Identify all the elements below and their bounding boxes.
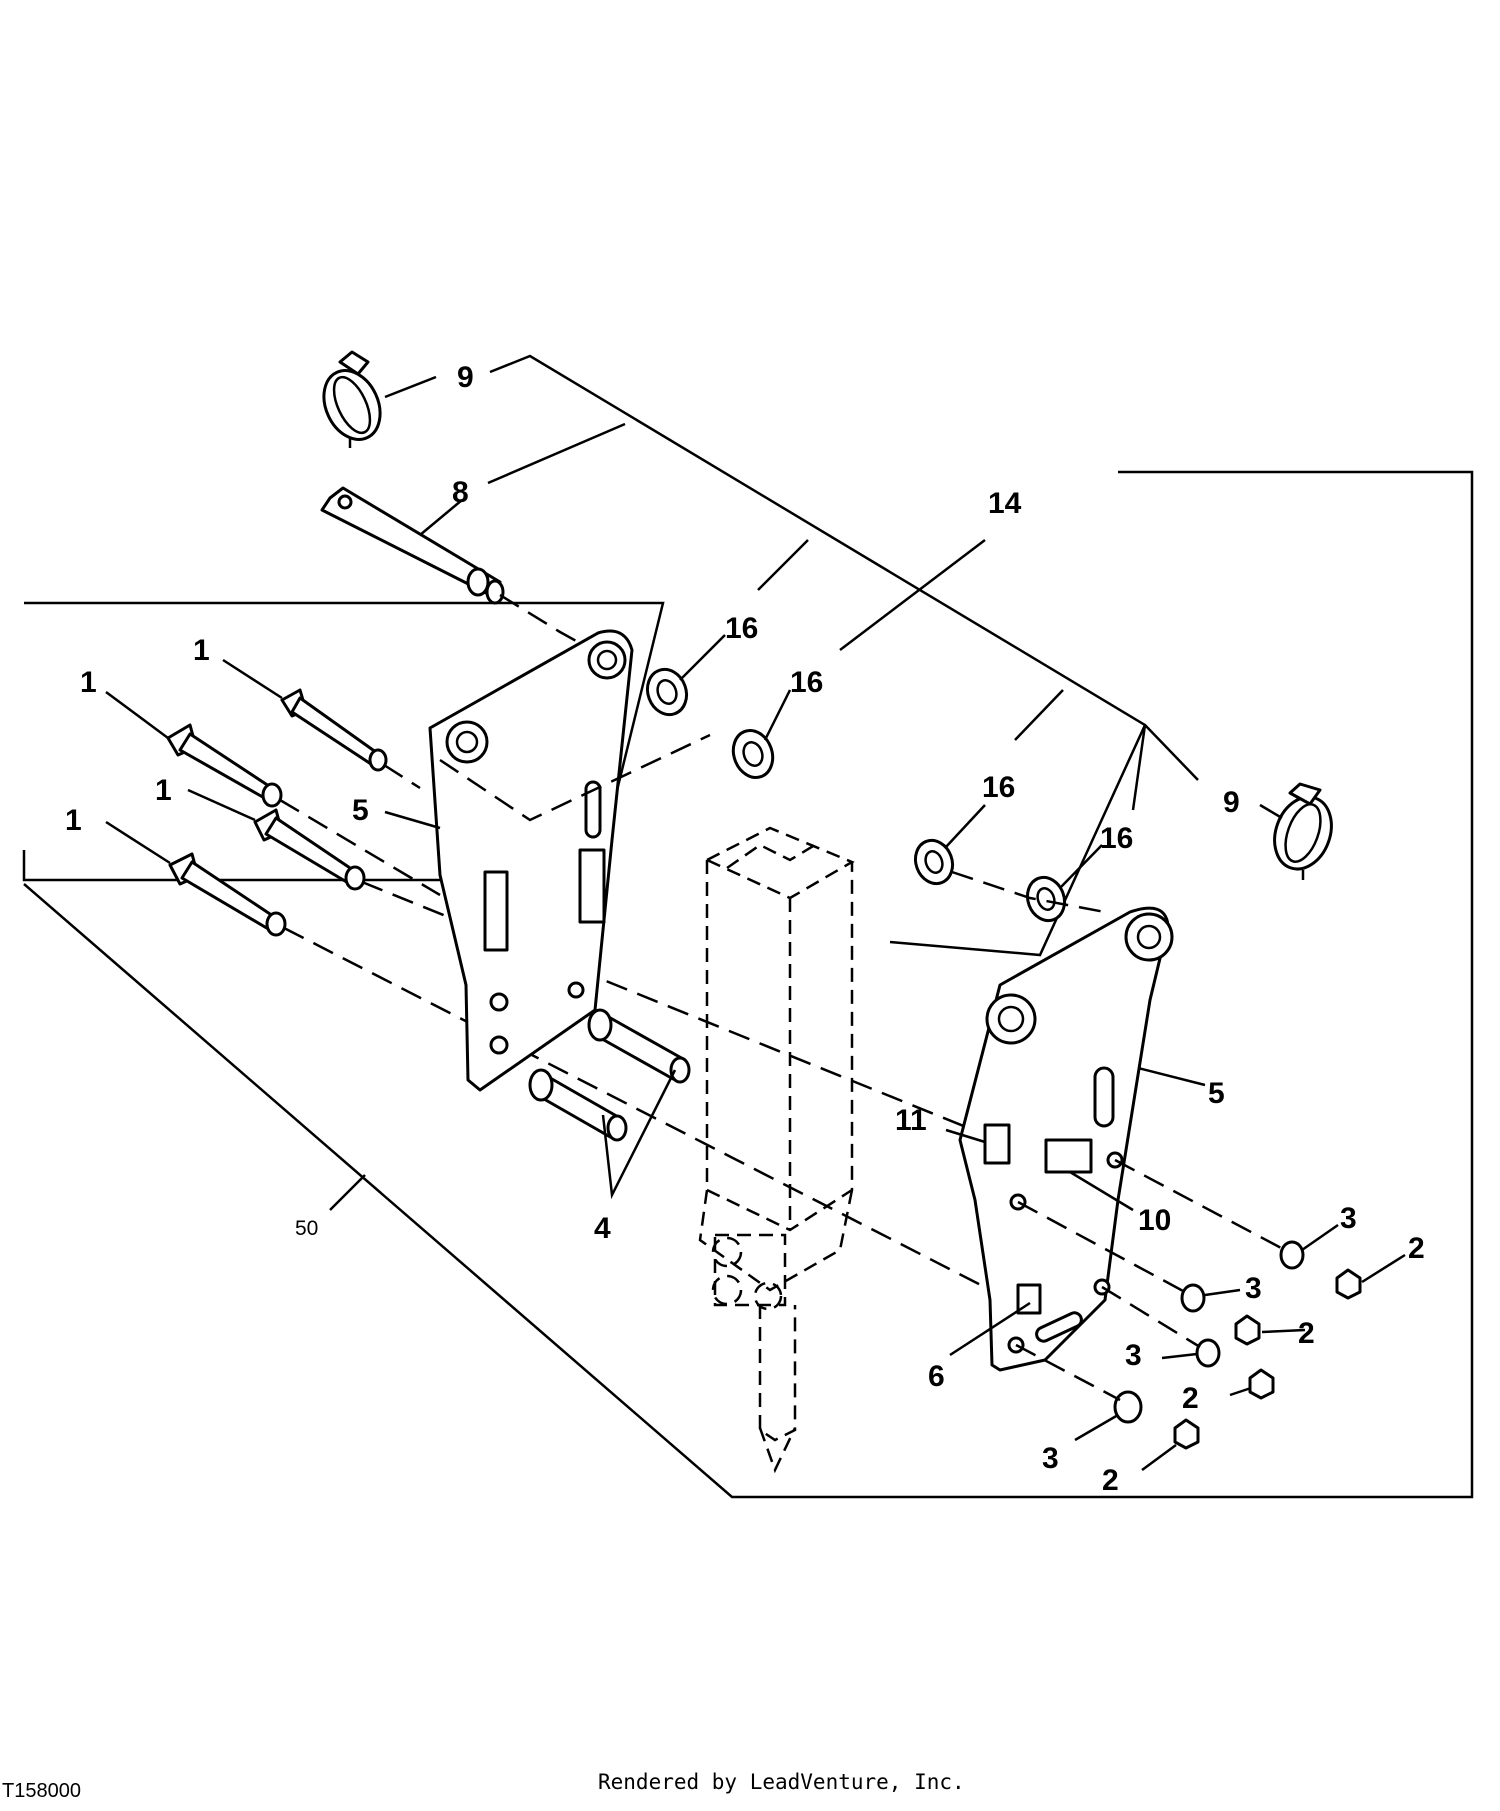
lock-washer-3-c <box>1195 1338 1221 1368</box>
callout-9-right: 9 <box>1223 786 1240 819</box>
hex-nut-2-c <box>1248 1368 1275 1400</box>
callout-14: 14 <box>988 487 1022 520</box>
fastener-path-d <box>1015 1343 1121 1402</box>
bolt-1-d <box>168 852 1011 1302</box>
leader-14-a <box>757 539 809 591</box>
callout-9-left: 9 <box>457 361 474 394</box>
leader-1-a <box>222 658 283 700</box>
leader-5-right <box>1137 1066 1206 1087</box>
spacer-tube-4-a <box>587 1008 691 1084</box>
callout-6: 6 <box>928 1360 945 1393</box>
bolt-1-b <box>166 723 441 897</box>
callout-3-a: 3 <box>1340 1202 1357 1235</box>
leader-3-c <box>1161 1352 1198 1360</box>
washer-16-d <box>1025 875 1067 923</box>
callout-5-right: 5 <box>1208 1077 1225 1110</box>
leader-16-c <box>944 804 986 849</box>
render-credit: Rendered by LeadVenture, Inc. <box>598 1770 965 1794</box>
callout-16-d: 16 <box>1100 822 1133 855</box>
callout-5-left: 5 <box>352 794 369 827</box>
hex-nut-2-a <box>1335 1268 1362 1300</box>
callout-4: 4 <box>594 1212 611 1245</box>
plate-left-linkage <box>439 733 711 822</box>
callout-2-a: 2 <box>1408 1232 1425 1265</box>
callout-16-c: 16 <box>982 771 1015 804</box>
callout-3-d: 3 <box>1042 1442 1059 1475</box>
leader-14-d <box>1131 724 1147 811</box>
leader-3-a <box>1301 1223 1339 1252</box>
kit-bracket-lower <box>889 724 1147 957</box>
linch-pin-9-left <box>322 350 382 448</box>
washer-16-c <box>913 838 955 886</box>
leader-14-b <box>839 539 986 651</box>
leader-10 <box>1069 1170 1134 1212</box>
leader-11 <box>945 1128 986 1144</box>
pin-8 <box>320 486 505 605</box>
lock-washer-3-a <box>1279 1240 1305 1270</box>
callout-50: 50 <box>295 1217 318 1240</box>
bolt-1-c <box>253 808 1036 1157</box>
leader-2-b <box>1261 1328 1306 1334</box>
hydraulic-hammer-phantom <box>698 826 855 1474</box>
lock-washer-3-b <box>1180 1283 1206 1313</box>
leader-50 <box>329 1174 366 1211</box>
hex-nut-2-b <box>1234 1314 1261 1346</box>
leader-8 <box>487 422 626 485</box>
callout-1-a: 1 <box>193 634 210 667</box>
spacer-tube-4-b <box>528 1068 628 1142</box>
callout-1-d: 1 <box>65 804 82 837</box>
leader-16-b <box>763 689 792 741</box>
mounting-plate-5-left <box>428 629 634 1092</box>
callout-8: 8 <box>452 476 469 509</box>
callout-10: 10 <box>1138 1204 1171 1237</box>
leader-3-d <box>1074 1413 1119 1442</box>
leader-2-d <box>1141 1443 1177 1472</box>
callout-1-b: 1 <box>80 666 97 699</box>
leader-9-right <box>1259 803 1283 820</box>
hex-nut-2-d <box>1173 1418 1200 1450</box>
leader-3-b <box>1204 1288 1241 1297</box>
group-outline-right <box>23 470 1474 1499</box>
lock-washer-3-d <box>1113 1390 1143 1424</box>
linch-pin-9-right <box>1273 782 1333 880</box>
washer-path <box>951 870 1106 914</box>
washer-16-b <box>731 729 775 779</box>
bolt-1-a <box>280 688 421 790</box>
fastener-path-c <box>1101 1285 1201 1349</box>
leader-9-left <box>384 375 437 399</box>
callout-3-b: 3 <box>1245 1272 1262 1305</box>
leader-4 <box>601 1069 677 1200</box>
mounting-plate-5-right <box>958 906 1174 1372</box>
leader-1-c <box>187 788 256 822</box>
leader-14-c <box>1014 689 1064 741</box>
figure-id: T158000 <box>2 1780 81 1802</box>
washer-16-a <box>645 667 689 717</box>
callout-16-a: 16 <box>725 612 758 645</box>
callout-1-c: 1 <box>155 774 172 807</box>
leader-2-a <box>1361 1253 1406 1284</box>
kit-bracket-line <box>489 354 1199 781</box>
leader-16-a <box>679 634 726 681</box>
leader-16-d <box>1059 844 1103 889</box>
callout-2-d: 2 <box>1102 1464 1119 1497</box>
callout-16-b: 16 <box>790 666 823 699</box>
callout-2-b: 2 <box>1298 1317 1315 1350</box>
callout-2-c: 2 <box>1182 1382 1199 1415</box>
leader-1-b <box>105 690 169 740</box>
leader-1-d <box>105 820 171 865</box>
leader-2-c <box>1229 1386 1252 1397</box>
callout-11: 11 <box>895 1104 927 1137</box>
callout-3-c: 3 <box>1125 1339 1142 1372</box>
leader-6 <box>949 1301 1031 1357</box>
leader-5-left <box>384 810 441 830</box>
